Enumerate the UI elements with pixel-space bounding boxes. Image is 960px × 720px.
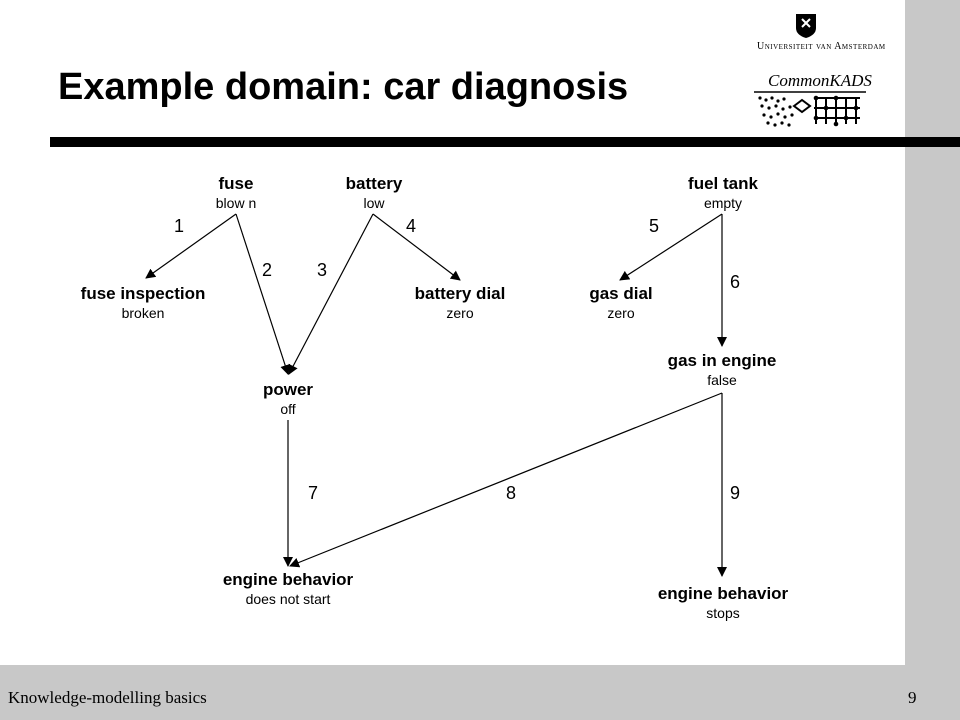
node-name: fuel tank [688,174,758,193]
node-value: zero [607,305,635,321]
node-name: engine behavior [657,584,789,603]
node-name: gas dial [589,284,653,303]
edge-4-line [372,213,461,281]
node-name: gas in engine [667,351,777,370]
page-number: 9 [908,688,917,707]
university-name: Universiteit van Amsterdam [757,41,886,52]
node-engine-behavior-stops: engine behavior stops [658,584,788,622]
node-fuse: fuse blow n [216,174,256,212]
edge-1-line [145,213,237,279]
edge-label-2: 2 [261,260,273,280]
edge-label-6: 6 [729,272,741,292]
edge-label-4: 4 [405,216,417,236]
node-value: does not start [245,591,331,607]
edge-8-line [289,392,723,568]
node-power: power off [263,380,313,418]
node-gas-in-engine: gas in engine false [668,351,777,389]
node-value: zero [446,305,474,321]
edge-label-8: 8 [505,483,517,503]
commonkads-logo-icon [754,91,866,127]
edge-5-line [619,213,723,281]
node-gas-dial: gas dial zero [589,284,652,322]
footer-text: Knowledge-modelling basics [8,688,207,707]
node-value: low [363,195,385,211]
title-rule [50,137,960,147]
node-fuel-tank: fuel tank empty [688,174,758,212]
right-margin-band [905,0,960,720]
node-value: empty [703,195,743,211]
edge-label-5: 5 [648,216,660,236]
node-value: stops [706,605,740,621]
commonkads-logo-text: CommonKADS [768,71,872,90]
footer-band [0,665,960,720]
node-value: off [280,401,296,417]
university-crest-icon [796,14,816,38]
edge-label-9: 9 [729,483,741,503]
slide-title: Example domain: car diagnosis [58,66,629,108]
edge-label-7: 7 [307,483,319,503]
node-value: blow n [215,195,257,211]
node-value: false [707,372,737,388]
node-engine-behavior-does-not-start: engine behavior does not start [223,570,353,608]
node-name: fuse inspection [80,284,206,303]
edge-label-1: 1 [173,216,185,236]
node-name: fuse [218,174,254,193]
node-name: engine behavior [222,570,354,589]
node-battery: battery low [346,174,403,212]
node-value: broken [121,305,165,321]
edge-3-line [288,213,374,375]
node-fuse-inspection: fuse inspection broken [81,284,206,322]
node-name: battery [345,174,403,193]
edge-label-3: 3 [316,260,328,280]
node-battery-dial: battery dial zero [415,284,506,322]
node-name: battery dial [414,284,506,303]
edge-2-line [235,213,290,375]
node-name: power [262,380,314,399]
